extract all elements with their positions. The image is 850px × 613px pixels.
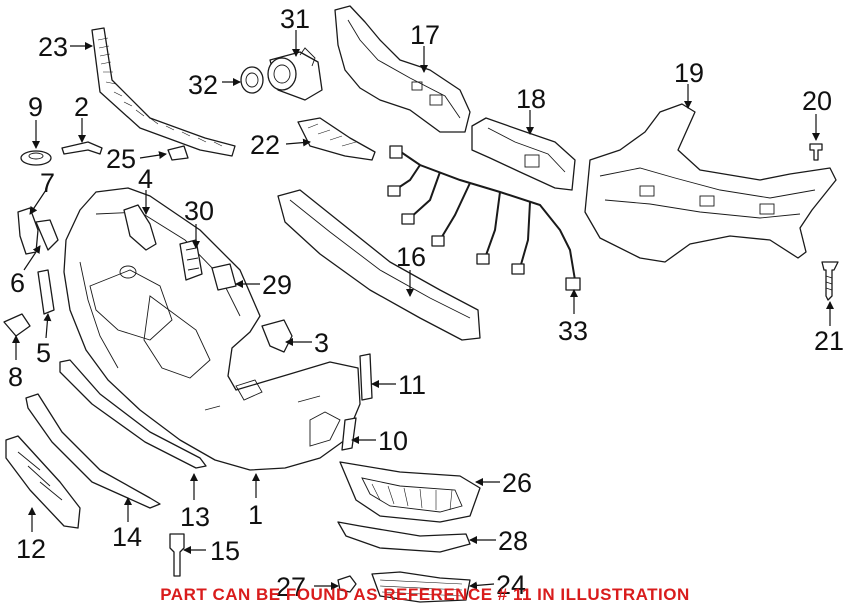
side-cover-part <box>17 207 39 255</box>
callout-27: 27 <box>276 572 306 602</box>
callout-4: 4 <box>138 164 153 194</box>
callout-13: 13 <box>180 502 210 532</box>
upper-grille-part <box>91 27 236 157</box>
side-bracket-part <box>471 117 576 191</box>
lower-strip-14-part <box>25 393 161 509</box>
clip-part <box>167 145 189 161</box>
parking-sensor-part <box>267 47 323 101</box>
screw-part <box>821 261 839 301</box>
callout-2: 2 <box>74 92 89 122</box>
callout-numbers: 23 31 32 17 18 19 20 21 22 9 2 25 4 7 6 … <box>8 4 844 602</box>
callout-21: 21 <box>814 326 844 356</box>
license-bracket-part <box>5 435 81 529</box>
side-trim-part <box>37 269 55 315</box>
callout-29: 29 <box>262 270 292 300</box>
upper-bracket-part <box>334 5 471 133</box>
callout-26: 26 <box>502 468 532 498</box>
callout-10: 10 <box>378 426 408 456</box>
side-insert-part <box>123 204 157 251</box>
callout-7: 7 <box>40 168 55 198</box>
strip-10-part <box>341 417 357 451</box>
callout-8: 8 <box>8 362 23 392</box>
trim-part <box>61 141 103 155</box>
leader-7 <box>29 189 47 215</box>
callout-22: 22 <box>250 130 280 160</box>
callout-33: 33 <box>558 316 588 346</box>
reinforcement-beam-part <box>277 189 481 341</box>
callout-11: 11 <box>398 370 426 400</box>
reference-note: PART CAN BE FOUND AS REFERENCE # 11 IN I… <box>160 585 690 604</box>
tow-plug-part <box>169 533 185 577</box>
leader-25 <box>139 151 167 160</box>
lower-strip-13-part <box>59 359 207 469</box>
bumper-cover-part <box>63 187 361 471</box>
bracket-30-part <box>179 239 203 281</box>
chrome-strip-part <box>337 521 471 553</box>
end-cap-part <box>3 313 31 337</box>
callout-19: 19 <box>674 58 704 88</box>
callout-14: 14 <box>112 522 142 552</box>
side-bracket-left-part <box>35 219 59 251</box>
callout-32: 32 <box>188 70 218 100</box>
mounting-bracket-part <box>297 117 376 161</box>
callout-23: 23 <box>38 32 68 62</box>
callout-18: 18 <box>516 84 546 114</box>
callout-24: 24 <box>496 570 526 600</box>
strip-11-part <box>359 353 373 401</box>
callout-9: 9 <box>28 92 43 122</box>
callout-6: 6 <box>10 268 25 298</box>
callout-28: 28 <box>498 526 528 556</box>
leader-22 <box>285 138 311 147</box>
wiring-harness-part <box>387 145 581 291</box>
callout-1: 1 <box>248 500 263 530</box>
callout-3: 3 <box>314 328 329 358</box>
leader-lines <box>12 30 834 590</box>
leader-5 <box>43 313 52 339</box>
bolt-27-part <box>337 575 357 593</box>
callout-30: 30 <box>184 196 214 226</box>
grommet-part <box>20 150 52 166</box>
callout-12: 12 <box>16 534 46 564</box>
leader-24 <box>469 581 495 590</box>
callout-20: 20 <box>802 86 832 116</box>
shield-part <box>261 319 293 353</box>
lower-grille-part <box>339 461 481 523</box>
impact-absorber-part <box>584 103 837 263</box>
callout-16: 16 <box>396 242 426 272</box>
callout-25: 25 <box>106 144 136 174</box>
leader-6 <box>23 245 41 271</box>
sensor-ring-part <box>240 66 264 94</box>
bolt-part <box>809 143 823 161</box>
callout-15: 15 <box>210 536 240 566</box>
callout-17: 17 <box>410 20 440 50</box>
callout-5: 5 <box>36 338 51 368</box>
small-grille-part <box>371 571 471 603</box>
callout-31: 31 <box>280 4 310 34</box>
